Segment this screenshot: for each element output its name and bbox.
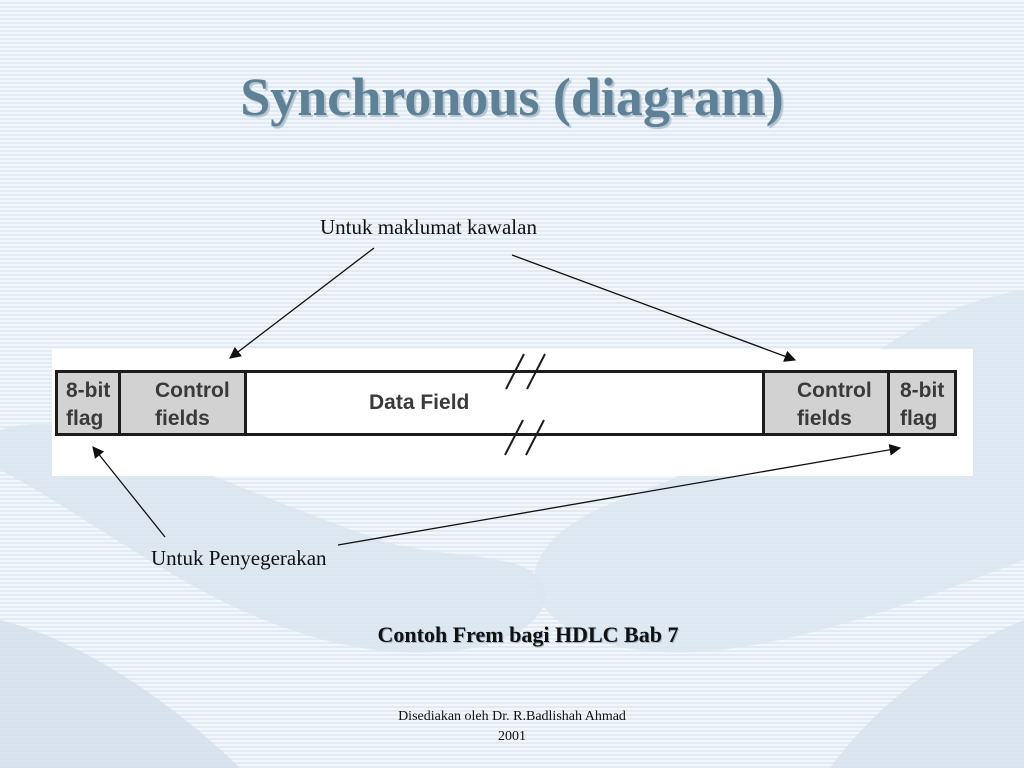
frame-flag-right: 8-bit flag — [890, 373, 954, 433]
break-mark-bottom — [504, 419, 545, 456]
slide-title: Synchronous (diagram) — [240, 67, 784, 127]
slide-footer: Disediakan oleh Dr. R.Badlishah Ahmad 20… — [340, 707, 684, 747]
frame-flag-right-line1: 8-bit — [900, 379, 945, 402]
frame-flag-left-line2: flag — [66, 407, 104, 430]
label-synchronization: Untuk Penyegerakan — [151, 546, 327, 570]
arrow-control-info-left — [229, 247, 375, 359]
slide-caption: Contoh Frem bagi HDLC Bab 7 — [377, 622, 679, 647]
frame-flag-left: 8-bit flag — [58, 373, 121, 433]
background-hand-shape-left — [0, 424, 546, 653]
frame-control-fields-left: Control fields — [121, 373, 247, 433]
frame-flag-right-line2: flag — [900, 407, 938, 430]
frame-control-left-line1: Control — [155, 379, 230, 402]
footer-author: Disediakan oleh Dr. R.Badlishah Ahmad — [398, 709, 626, 724]
label-control-info: Untuk maklumat kawalan — [320, 215, 537, 239]
arrow-sync-right — [337, 444, 902, 546]
arrow-control-info-right — [511, 254, 797, 362]
break-mark-top — [505, 353, 546, 390]
frame-control-right-line2: fields — [797, 407, 852, 430]
frame-flag-left-line1: 8-bit — [66, 379, 111, 402]
arrow-sync-left — [92, 446, 166, 538]
frame-control-right-line1: Control — [797, 379, 872, 402]
frame-control-left-line2: fields — [155, 407, 210, 430]
background-sleeve-shape — [0, 620, 240, 768]
frame-control-fields-right: Control fields — [762, 373, 890, 433]
footer-year: 2001 — [498, 729, 526, 744]
hdlc-frame: 8-bit flag Control fields Data Field Con… — [55, 370, 957, 436]
background-arm-shape — [830, 620, 1024, 768]
frame-data-field: Data Field — [247, 373, 762, 433]
frame-diagram-panel: 8-bit flag Control fields Data Field Con… — [52, 349, 973, 476]
